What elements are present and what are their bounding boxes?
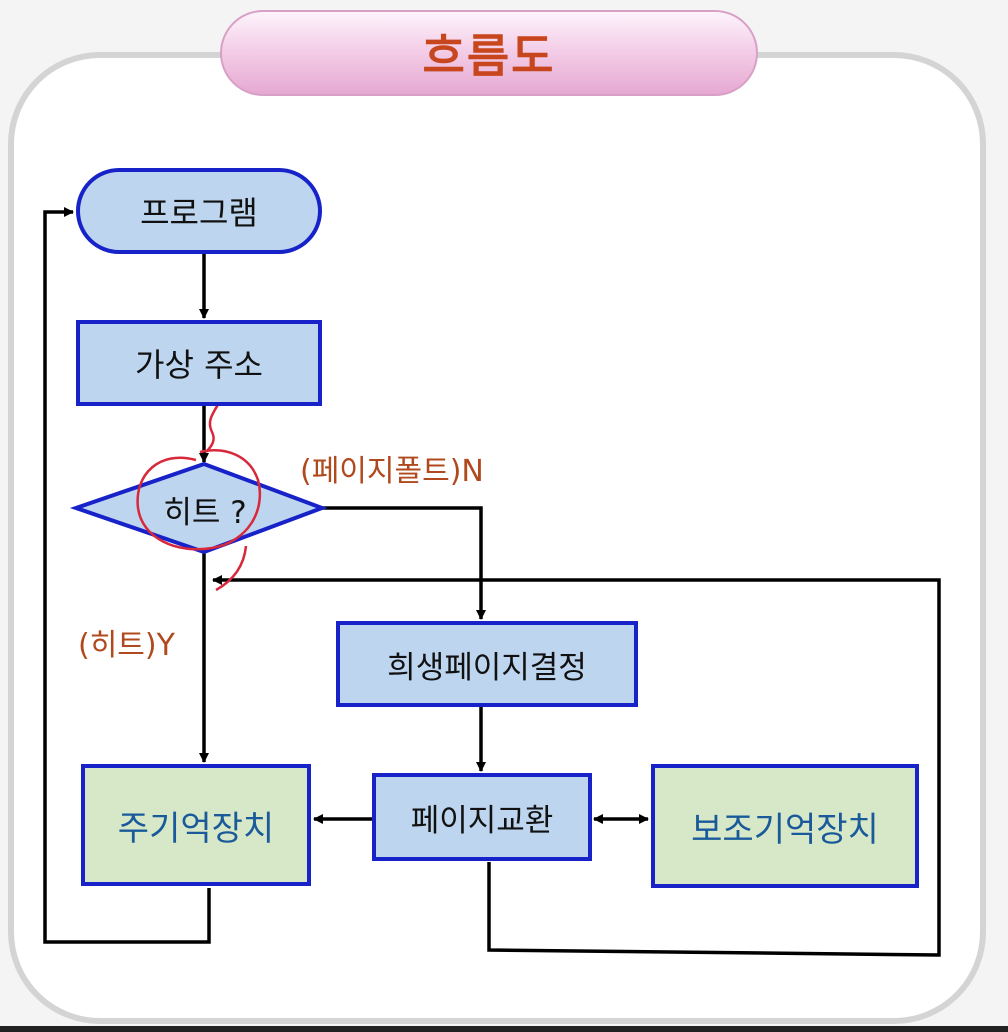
- screen-bottom-edge: [0, 1026, 1008, 1032]
- page-swap-label: 페이지교환: [410, 802, 554, 839]
- program-terminal: 프로그램: [76, 168, 322, 254]
- arrow-main-memory-loop-back: [43, 207, 211, 944]
- annotation-circle-hit: [136, 449, 262, 551]
- diagram-title: 흐름도: [422, 29, 556, 83]
- annotation-hook: [215, 545, 248, 592]
- secondary-memory-box: 보조기억장치: [651, 764, 919, 888]
- annotation-stroke-connector: [205, 397, 224, 453]
- page-fault-no-label: (페이지폴트)N: [300, 454, 484, 489]
- victim-page-box: 희생페이지결정: [336, 621, 638, 707]
- hit-yes-label: (히트)Y: [78, 628, 175, 663]
- main-memory-label: 주기억장치: [117, 808, 275, 849]
- victim-page-label: 희생페이지결정: [387, 649, 587, 686]
- page-swap-box: 페이지교환: [372, 773, 592, 861]
- virtual-address-label: 가상 주소: [135, 346, 263, 384]
- program-label: 프로그램: [140, 194, 258, 232]
- arrow-hit-no-to-victim-page: [322, 506, 486, 620]
- main-memory-box: 주기억장치: [81, 764, 311, 886]
- hit-decision-node: 히트 ?: [140, 484, 270, 534]
- arrow-page-swap-loop-back: [212, 575, 941, 957]
- secondary-memory-label: 보조기억장치: [691, 809, 879, 850]
- virtual-address-box: 가상 주소: [76, 320, 322, 406]
- title-banner: 흐름도: [220, 10, 758, 96]
- hit-decision-label: 히트 ?: [163, 494, 247, 531]
